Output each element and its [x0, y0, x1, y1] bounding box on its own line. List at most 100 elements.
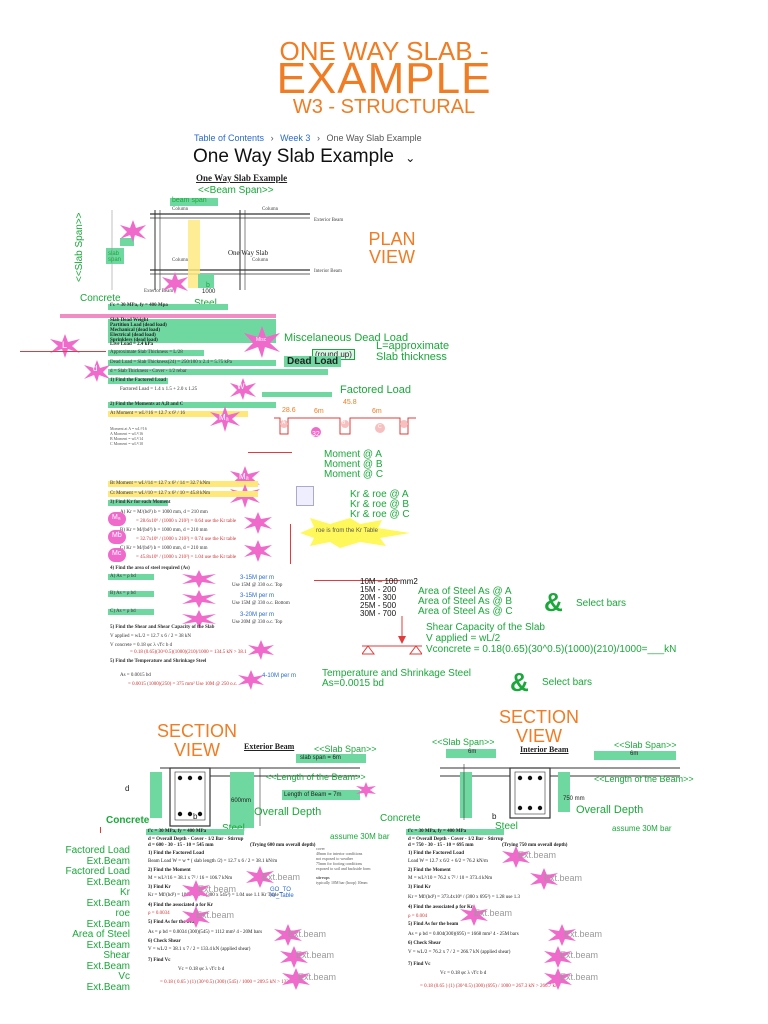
- kr-a-label: Kr & roe @ A: [350, 489, 409, 500]
- find-d-bar: [108, 369, 328, 375]
- stamp-right-4-label: Ext.beam: [564, 929, 603, 939]
- chevron-down-icon[interactable]: ⌄: [405, 151, 416, 165]
- section-left-slab-span: <<Slab Span>>: [314, 744, 377, 754]
- star-temp: [238, 670, 264, 690]
- roe-note: roe is from the Kr Table: [316, 528, 378, 534]
- amp-2: &: [510, 667, 529, 697]
- stamp-right-3: [460, 904, 488, 926]
- pointer-line-2: [248, 452, 292, 453]
- sec-right-s6: 6) Check Shear: [408, 941, 441, 946]
- interior-beam-label: Interior Beam: [314, 269, 342, 274]
- temp-label-1: Temperature and Shrinkage Steel: [322, 668, 471, 679]
- slab-span-label: <<Slab Span>>: [74, 212, 85, 282]
- sec-left-s4: 4) Find the associated ρ for Kr: [148, 903, 214, 908]
- bar-row-3: 20M - 300: [360, 593, 397, 602]
- breadcrumb-item-week3[interactable]: Week 3: [280, 133, 311, 143]
- section-left-steel: Steel: [222, 823, 245, 834]
- section-right-overall-depth: Overall Depth: [576, 804, 644, 816]
- section-left-600mm: 600mm: [231, 798, 252, 804]
- stamp-right-5: [544, 946, 572, 968]
- slab-span-box: slab span: [108, 251, 122, 263]
- box-6m-l-bg: [446, 749, 496, 758]
- temp-labels: Temperature and Shrinkage Steel As=0.001…: [322, 669, 471, 689]
- at-moment-line: At Moment = wL²/16 = 12.7 x 6² / 16: [110, 411, 186, 416]
- select-bars-2: Select bars: [542, 677, 593, 688]
- section-right-steel: Steel: [495, 821, 518, 832]
- sec-right-s6v: V = wL/2 = 76.2 x 7 / 2 = 266.7 kN (appl…: [408, 950, 511, 955]
- stamp-right-6: [544, 968, 572, 990]
- sec-left-s6v: V = wL/2 = 38.1 x 7 / 2 = 133.4 kN (appl…: [148, 947, 251, 952]
- shear-labels: Shear Capacity of the Slab V applied = w…: [426, 622, 676, 655]
- steel-label: Steel: [194, 298, 217, 309]
- factored-line: Factored Load = 1.4 x 1.5 + 2.0 x 1.25: [120, 387, 198, 392]
- mark-b: B: [342, 420, 346, 426]
- as-b-label: Area of Steel As @ B: [418, 596, 513, 607]
- sec-right-d-line: d = Overall Depth - Cover - 1/2 Bar - St…: [408, 837, 504, 842]
- temp-label-2: As=0.0015 bd: [322, 678, 384, 689]
- mc-circle: [108, 548, 126, 562]
- exterior-beam-label: Exterior Beam: [314, 218, 344, 223]
- section-left-drawing: [150, 767, 360, 828]
- breadcrumb-item-current: One Way Slab Example: [326, 133, 422, 143]
- section-left-overall-depth: Overall Depth: [254, 806, 322, 818]
- side-label-6a: Shear: [103, 950, 130, 961]
- side-label-3a: Kr: [120, 887, 130, 898]
- side-label-7a: Vc: [118, 971, 130, 982]
- side-label-3b: Ext.Beam: [86, 897, 130, 909]
- star-as-group: [182, 570, 216, 628]
- section-left-b: b: [193, 812, 198, 821]
- star-ma-1: [210, 406, 240, 432]
- sec-right-s7a: Vc = 0.18 φc λ √f'c b d: [440, 971, 487, 976]
- bar-row-4: 25M - 500: [360, 601, 397, 610]
- beam-span-box: beam span: [172, 197, 207, 204]
- sec-left-s7a: Vc = 0.18 φc λ √f'c b d: [178, 967, 225, 972]
- stirrups-note: typically 10M bar (hoop) 10mm: [316, 880, 368, 885]
- section-right-slab-span-l: <<Slab Span>>: [432, 737, 495, 747]
- sec-right-s3: 3) Find Kr: [408, 885, 431, 890]
- breadcrumb-item-toc[interactable]: Table of Contents: [194, 133, 265, 143]
- sec-right-trying: (Trying 750 mm overall depth): [502, 843, 568, 848]
- column-label-bottom: Column: [172, 258, 189, 263]
- stamp-left-1-label: Ext.beam: [262, 872, 301, 882]
- sec-right-s1v: Load W = 12.7 x 6/2 + 6/2 = 76.2 kN/m: [408, 859, 488, 864]
- section-right-concrete: Concrete: [380, 813, 421, 824]
- side-label-1b: Ext.Beam: [86, 855, 130, 867]
- loads-table-bg: [108, 319, 276, 343]
- pointer-line-1: [20, 351, 106, 352]
- beam-span-label: <<Beam Span>>: [198, 185, 274, 196]
- bar-table: 10M – 100 mm2 15M - 200 20M - 300 25M - …: [360, 578, 418, 618]
- page-title-text: One Way Slab Example: [193, 146, 394, 167]
- cover-note-5: exposed to soil and backside form: [316, 866, 371, 871]
- slab-span-box-bg: [296, 754, 366, 763]
- sec-right-s2: 2) Find the Moment: [408, 868, 451, 873]
- as-temp-line: As = 0.0015 bd: [120, 673, 151, 678]
- ct-moment-bar: [108, 491, 258, 497]
- pink-divider-1: [60, 314, 276, 318]
- mb-circle-label: Mb: [112, 532, 122, 539]
- plan-view-drawing: [106, 198, 310, 290]
- sec-left-fc: f'c = 30 MPa, fy = 400 MPa: [148, 829, 207, 834]
- as-a-bar: [108, 574, 154, 580]
- stamp-right-4: [548, 924, 576, 946]
- factored-load-label: Factored Load: [340, 384, 411, 396]
- section-right-6m-r: 6m: [630, 751, 639, 757]
- section-left-length-beam: <<Length of the Beam>>: [266, 772, 366, 782]
- exterior-beam-label-2: Exterior Beam: [144, 289, 174, 294]
- sec-right-s4v: ρ = 0.004: [408, 914, 428, 919]
- sec-right-s2v: M = wL²/10 = 76.2 x 7² / 10 = 373.4 kNm: [408, 876, 493, 881]
- sec-left-s1: 1) Find the Factored Load: [148, 851, 205, 856]
- side-label-7b: Ext.Beam: [86, 981, 130, 993]
- stamp-left-6: [282, 968, 310, 990]
- pointer-line-5: [100, 827, 101, 833]
- go-to-kr-table[interactable]: GO_TO Kr_Table: [270, 887, 294, 899]
- stamp-left-5: [280, 946, 308, 968]
- stamp-left-4-label: Ext.beam: [288, 929, 327, 939]
- loads-table: Slab Dead Weight Partition Load (dead lo…: [110, 318, 167, 343]
- sec-left-trying: (Trying 600 mm overall depth): [250, 843, 316, 848]
- dead-load-label: Dead Load: [284, 356, 342, 367]
- star-misc-label: Misc: [256, 337, 267, 343]
- use-a: Use 15M @ 330 o.c. Top: [232, 583, 283, 588]
- kr-b-label: Kr & roe @ B: [350, 499, 410, 510]
- as-a-label: Area of Steel As @ A: [418, 586, 512, 597]
